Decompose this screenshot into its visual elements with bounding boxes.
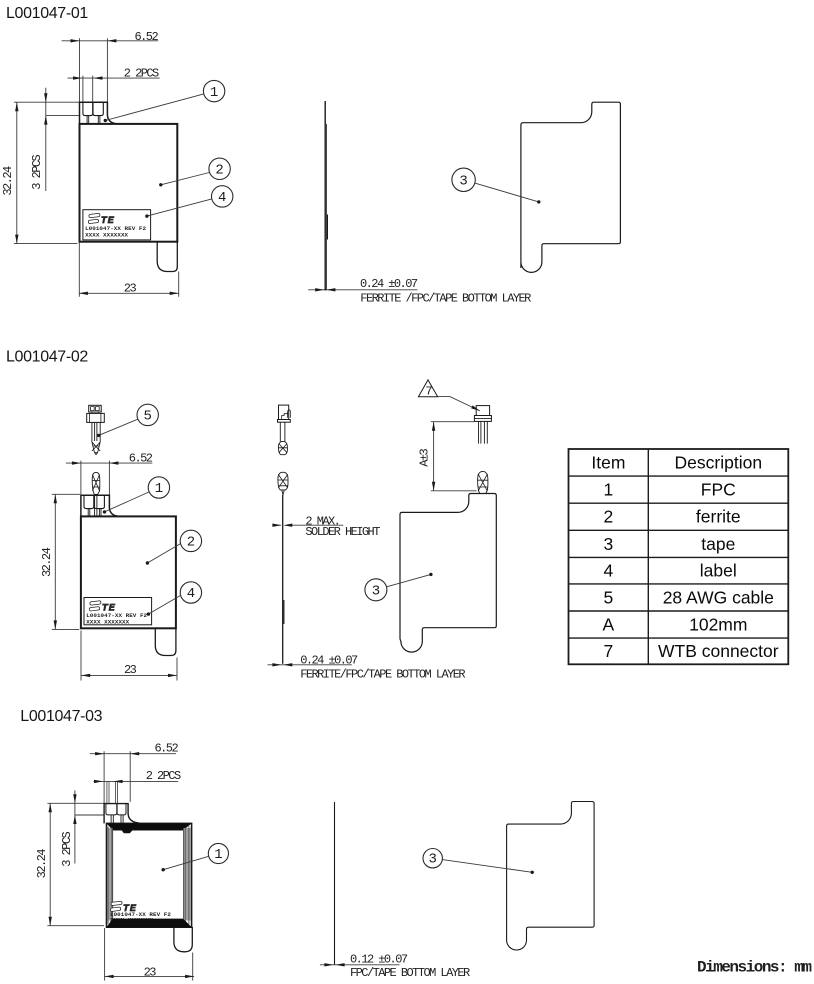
svg-text:1: 1: [604, 480, 614, 500]
svg-text:0.24 ±0.07: 0.24 ±0.07: [300, 653, 358, 667]
svg-text:3 2PCS: 3 2PCS: [30, 155, 44, 190]
svg-text:0.12 ±0.07: 0.12 ±0.07: [350, 952, 408, 966]
svg-text:2: 2: [604, 507, 614, 527]
svg-text:SOLDER HEIGHT: SOLDER HEIGHT: [305, 525, 380, 539]
svg-text:102mm: 102mm: [689, 615, 747, 635]
svg-text:WTB connector: WTB connector: [658, 641, 779, 661]
svg-text:4: 4: [604, 561, 614, 581]
svg-text:6.52: 6.52: [129, 452, 153, 466]
svg-text:label: label: [700, 561, 737, 581]
svg-text:3: 3: [372, 584, 380, 600]
svg-text:2: 2: [215, 163, 223, 179]
svg-text:FPC: FPC: [701, 480, 736, 500]
svg-text:XXXX XXXXXXX: XXXX XXXXXXX: [85, 232, 128, 239]
svg-text:L001047-02: L001047-02: [6, 349, 88, 366]
svg-text:Dimensions: mm: Dimensions: mm: [697, 959, 812, 977]
svg-text:TE: TE: [101, 215, 115, 227]
svg-text:ferrite: ferrite: [696, 507, 741, 527]
svg-text:6.52: 6.52: [155, 742, 179, 756]
svg-text:2 MAX.: 2 MAX.: [305, 514, 339, 528]
svg-text:1: 1: [155, 481, 163, 497]
svg-text:32.24: 32.24: [40, 547, 54, 577]
svg-text:5: 5: [143, 409, 151, 425]
svg-text:23: 23: [124, 663, 137, 677]
svg-text:FPC/TAPE BOTTOM LAYER: FPC/TAPE BOTTOM LAYER: [350, 966, 470, 980]
svg-text:3 2PCS: 3 2PCS: [60, 832, 74, 867]
svg-text:XXXX XXXXXXX: XXXX XXXXXXX: [86, 619, 129, 626]
svg-text:3: 3: [604, 534, 614, 554]
svg-text:FERRITE/FPC/TAPE BOTTOM LAYER: FERRITE/FPC/TAPE BOTTOM LAYER: [300, 667, 465, 681]
svg-text:0.24 ±0.07: 0.24 ±0.07: [360, 277, 418, 291]
svg-text:TE: TE: [102, 603, 116, 615]
svg-text:4: 4: [187, 586, 195, 602]
svg-text:7: 7: [604, 641, 614, 661]
svg-text:7: 7: [425, 384, 432, 398]
svg-text:L001047-XX REV F2: L001047-XX REV F2: [86, 612, 147, 619]
svg-text:32.24: 32.24: [1, 166, 15, 196]
svg-text:1: 1: [210, 85, 218, 101]
svg-text:6.52: 6.52: [135, 30, 159, 44]
svg-text:Description: Description: [675, 453, 763, 473]
svg-text:5: 5: [604, 587, 614, 607]
svg-text:28 AWG cable: 28 AWG cable: [663, 587, 774, 607]
svg-text:3: 3: [459, 174, 467, 190]
svg-text:A±3: A±3: [417, 448, 431, 466]
svg-text:3: 3: [428, 852, 436, 868]
svg-text:32.24: 32.24: [35, 849, 49, 879]
svg-text:FERRITE /FPC/TAPE BOTTOM LAYER: FERRITE /FPC/TAPE BOTTOM LAYER: [360, 291, 531, 305]
svg-text:2: 2: [187, 535, 195, 551]
svg-text:L001047-03: L001047-03: [20, 708, 102, 725]
svg-text:23: 23: [144, 966, 157, 980]
svg-text:Item: Item: [591, 453, 625, 473]
svg-text:L001047-01: L001047-01: [6, 5, 88, 22]
svg-text:L001047-XX REV F2: L001047-XX REV F2: [85, 225, 146, 232]
svg-text:L001047-XX REV F2: L001047-XX REV F2: [110, 911, 171, 918]
svg-text:TE: TE: [123, 903, 137, 915]
svg-text:2 2PCS: 2 2PCS: [146, 769, 181, 783]
svg-text:tape: tape: [701, 534, 735, 554]
svg-text:A: A: [603, 615, 615, 635]
svg-text:23: 23: [124, 281, 137, 295]
svg-text:1: 1: [214, 847, 222, 863]
svg-text:4: 4: [218, 190, 226, 206]
svg-text:2 2PCS: 2 2PCS: [124, 67, 159, 81]
